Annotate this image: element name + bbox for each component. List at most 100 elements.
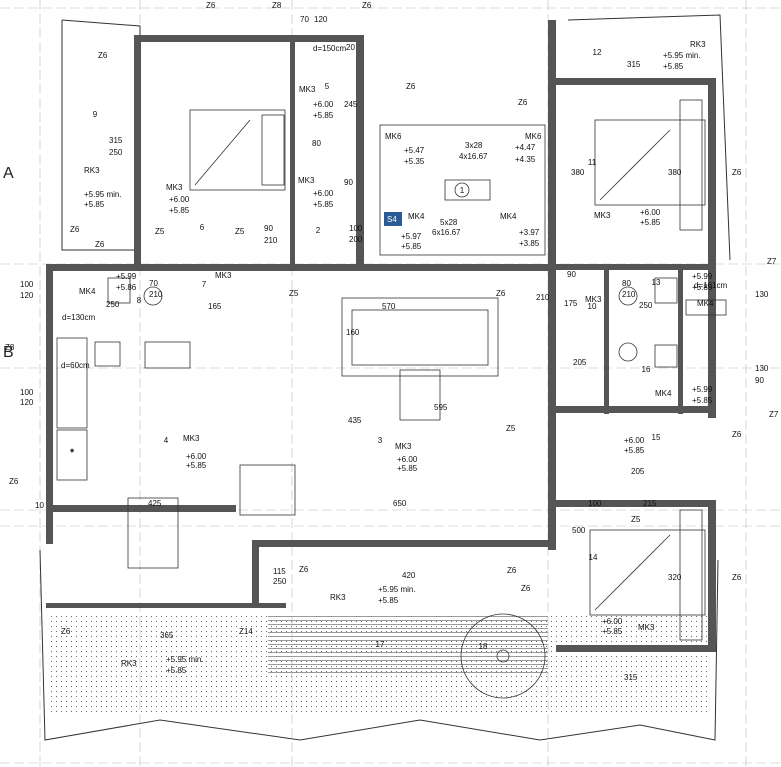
level: +5.99 (692, 385, 713, 394)
level: +5.99 (116, 272, 137, 281)
svg-text:*: * (70, 448, 73, 457)
dimension: 250 (106, 300, 120, 309)
dimension: 160 (346, 328, 360, 337)
room-number: 16 (642, 365, 651, 374)
bed-room-14 (589, 509, 706, 641)
tag-z5: Z5 (235, 227, 245, 236)
room-number: 9 (93, 110, 98, 119)
level: +5.95 min. (663, 51, 701, 60)
level: +5.85 (692, 283, 713, 292)
dimension: 130 (755, 364, 769, 373)
level: +5.97 (401, 232, 422, 241)
dimension: 100 (20, 280, 34, 289)
dimension: 250 (109, 148, 123, 157)
dimension: 215 (643, 499, 657, 508)
dimension: 100 (588, 499, 602, 508)
dimension: 175 (564, 299, 578, 308)
level: +5.85 (663, 62, 684, 71)
room-number: 5 (325, 82, 330, 91)
dimension: 595 (434, 403, 448, 412)
dimension: 90 (567, 270, 576, 279)
dimension: 205 (631, 467, 645, 476)
level: +5.85 (313, 200, 334, 209)
bathroom-fixtures (107, 277, 727, 368)
dimension: d=130cm (62, 313, 95, 322)
dimension: 90 (264, 224, 273, 233)
level: +5.85 (84, 200, 105, 209)
level: +6.00 (397, 455, 418, 464)
spiral-stair (460, 613, 546, 699)
tag-rk3: RK3 (690, 40, 706, 49)
tag-mk3: MK3 (638, 623, 655, 632)
dimension: 315 (109, 136, 123, 145)
axis-label-b: B (3, 344, 14, 361)
level: +6.00 (624, 436, 645, 445)
room-number: 13 (652, 278, 661, 287)
tag-z6: Z6 (299, 565, 309, 574)
level: +5.85 (166, 666, 187, 675)
level: +6.00 (186, 452, 207, 461)
dining-table (127, 464, 296, 569)
tag-mk3: MK3 (183, 434, 200, 443)
level: +6.00 (313, 189, 334, 198)
level: +5.85 (692, 396, 713, 405)
tag-z6: Z6 (9, 477, 19, 486)
level: +5.85 (640, 218, 661, 227)
dimension: d=150cm (313, 44, 346, 53)
dimension: 10 (35, 501, 44, 510)
dimension: 210 (149, 290, 163, 299)
dimension: 570 (382, 302, 396, 311)
room-number: 1 (460, 186, 465, 195)
tag-z8: Z8 (5, 343, 15, 352)
dimension: 365 (160, 631, 174, 640)
tag-z6: Z6 (507, 566, 517, 575)
level: +5.85 (378, 596, 399, 605)
room-number: 3 (378, 436, 383, 445)
dimension: 120 (20, 291, 34, 300)
room-number: 2 (316, 226, 321, 235)
tag-z6: Z6 (732, 573, 742, 582)
tag-mk3: MK3 (299, 85, 316, 94)
tag-mk6: MK6 (385, 132, 402, 141)
level: +6.00 (602, 617, 623, 626)
dimension: 380 (668, 168, 682, 177)
dimension: 70 (149, 279, 158, 288)
tag-z7: Z7 (769, 410, 779, 419)
room-number: 18 (479, 642, 488, 651)
dimension: 6x16.67 (432, 228, 461, 237)
level: +5.35 (404, 157, 425, 166)
tag-mk3: MK3 (215, 271, 232, 280)
level: +6.00 (640, 208, 661, 217)
level: +5.95 min. (84, 190, 122, 199)
staircase (379, 124, 546, 256)
room-number: 6 (200, 223, 205, 232)
room-number: 7 (202, 280, 207, 289)
dimension: 70 (300, 15, 309, 24)
room-number: 17 (376, 640, 385, 649)
dimension: 130 (755, 290, 769, 299)
dimension: 80 (312, 139, 321, 148)
dimension: 315 (624, 673, 638, 682)
walls (46, 20, 716, 652)
dimension: 320 (668, 573, 682, 582)
tag-mk4: MK4 (655, 389, 672, 398)
tag-z6: Z6 (521, 584, 531, 593)
level: +5.85 (602, 627, 623, 636)
dimension: 3x28 (465, 141, 483, 150)
tag-z5: Z5 (506, 424, 516, 433)
level: +5.47 (404, 146, 425, 155)
dimension-labels: 70 120 20 245 80 90 d=150cm 315 250 90 2… (20, 15, 769, 682)
room-number: 10 (588, 302, 597, 311)
level: +6.00 (169, 195, 190, 204)
tag-mk6: MK6 (525, 132, 542, 141)
tag-z5: Z5 (289, 289, 299, 298)
tag-z7: Z7 (767, 257, 777, 266)
dimension: 100 (20, 388, 34, 397)
level: +5.85 (401, 242, 422, 251)
dimension: 210 (622, 290, 636, 299)
dimension: 420 (402, 571, 416, 580)
level-markers: +6.00 +5.85 +6.00 +5.85 +6.00 +5.85 +5.9… (84, 51, 713, 675)
dimension: 315 (627, 60, 641, 69)
dimension: 120 (314, 15, 328, 24)
